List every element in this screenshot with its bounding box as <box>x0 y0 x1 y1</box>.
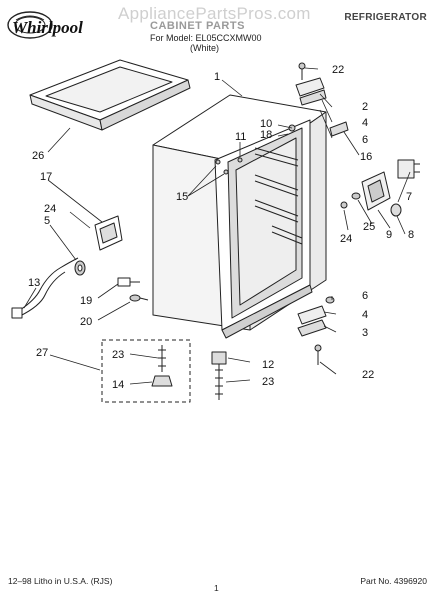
callout-11: 11 <box>235 131 246 143</box>
watermark-text: AppliancePartsPros.com <box>118 4 311 23</box>
callout-6b: 6 <box>362 290 368 302</box>
callout-18: 18 <box>260 129 272 141</box>
diagram-title: CABINET PARTS <box>150 20 245 32</box>
cabinet-part <box>152 94 327 339</box>
top-hinge-part <box>295 62 327 106</box>
callout-23b: 23 <box>262 376 274 388</box>
callout-27: 27 <box>36 347 48 359</box>
callout-12: 12 <box>262 359 274 371</box>
thermostat-part <box>397 159 420 179</box>
callout-23a: 23 <box>112 349 124 361</box>
control-knob-part <box>390 203 402 217</box>
callout-4a: 4 <box>362 117 368 129</box>
control-housing-part <box>361 171 391 211</box>
category-label: REFRIGERATOR <box>344 12 427 23</box>
callout-8: 8 <box>408 229 414 241</box>
dashed-box-parts <box>151 345 173 387</box>
callout-5: 5 <box>44 215 50 227</box>
socket-part <box>117 277 140 287</box>
leader-lines <box>23 67 411 385</box>
callout-20: 20 <box>80 316 92 328</box>
screw-part-20 <box>129 294 149 302</box>
callout-24a: 24 <box>44 203 56 215</box>
callout-19: 19 <box>80 295 92 307</box>
callout-17: 17 <box>40 171 52 183</box>
callout-22b: 22 <box>362 369 374 381</box>
callout-7: 7 <box>406 191 412 203</box>
color-line: (White) <box>190 43 219 53</box>
optional-parts-box <box>101 339 191 403</box>
callout-labels: 1 2 3 4 4 5 6 6 7 8 9 10 11 12 13 14 15 … <box>28 64 414 391</box>
door-stop-part <box>329 121 349 137</box>
screws-right <box>340 192 361 209</box>
knob-part <box>74 260 86 276</box>
countertop-part <box>29 59 191 131</box>
callout-14: 14 <box>112 379 124 391</box>
callout-13: 13 <box>28 277 40 289</box>
callout-24b: 24 <box>340 233 352 245</box>
callout-22a: 22 <box>332 64 344 76</box>
power-cord-part <box>11 257 79 319</box>
callout-10: 10 <box>260 118 272 130</box>
callout-1: 1 <box>214 71 220 83</box>
footer-part-number: Part No. 4396920 <box>360 576 427 586</box>
footer-litho: 12–98 Litho in U.S.A. (RJS) <box>8 576 113 586</box>
bottom-hinge-part <box>297 296 335 365</box>
leveling-leg-part <box>211 351 227 400</box>
callout-3: 3 <box>362 327 368 339</box>
callout-9: 9 <box>386 229 392 241</box>
whirlpool-logo: Whirlpool <box>7 11 83 39</box>
callout-25: 25 <box>363 221 375 233</box>
callout-6a: 6 <box>362 134 368 146</box>
callout-2: 2 <box>362 101 368 113</box>
logo-wordmark: Whirlpool <box>12 18 83 37</box>
callout-4b: 4 <box>362 309 368 321</box>
thermostat-bracket-part <box>94 215 123 251</box>
callout-26: 26 <box>32 150 44 162</box>
model-line: For Model: EL05CCXMW00 <box>150 33 262 43</box>
callout-15: 15 <box>176 191 188 203</box>
callout-16: 16 <box>360 151 372 163</box>
footer-page-number: 1 <box>214 583 219 593</box>
